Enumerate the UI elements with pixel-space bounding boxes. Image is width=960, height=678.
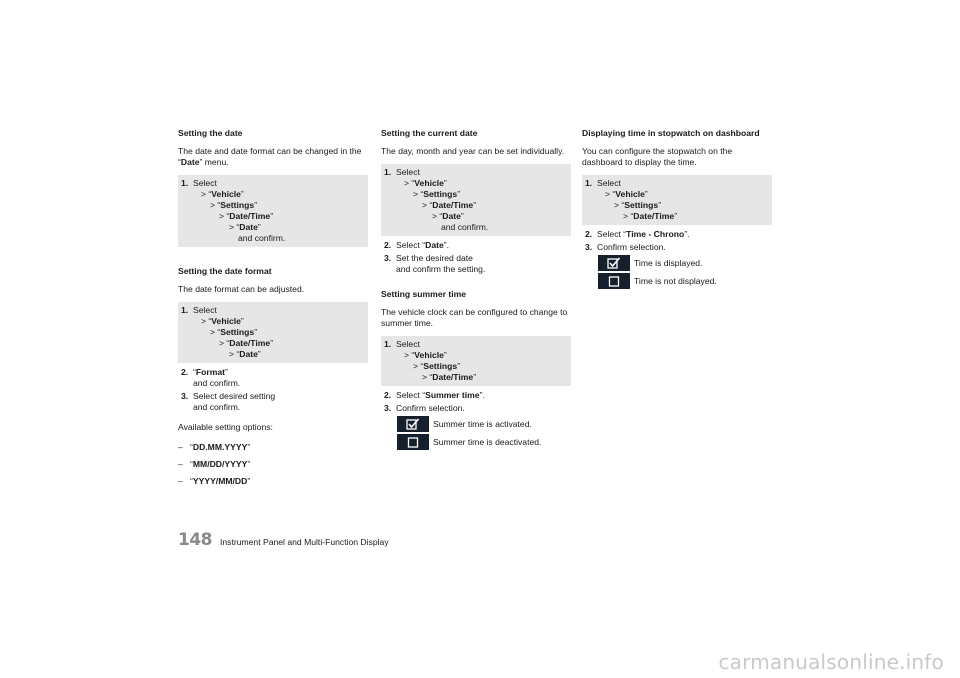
menu-path-settings: > “Settings” (210, 200, 258, 210)
paragraph-summer-time: The vehicle clock can be configured to c… (381, 307, 568, 328)
paragraph-date-format: The date format can be adjusted. (178, 284, 305, 294)
menu-path-datetime: > “Date/Time” (422, 372, 477, 382)
section-title: Instrument Panel and Multi-Function Disp… (220, 537, 389, 547)
heading-summer-time: Setting summer time (381, 289, 467, 299)
page-number: 148 (178, 530, 213, 550)
paragraph-current-date: The day, month and year can be set indiv… (381, 146, 565, 156)
instruction-box-format: 1. Select > “Vehicle” > “Settings” > “Da… (178, 302, 368, 363)
time-on-row: Time is displayed. (598, 255, 772, 271)
menu-path-settings: > “Settings” (210, 327, 258, 337)
column-current-date: Setting the current date The day, month … (381, 128, 571, 452)
menu-path-vehicle: > “Vehicle” (404, 178, 447, 188)
menu-path-settings: > “Settings” (413, 189, 461, 199)
instruction-box-summer: 1. Select > “Vehicle” > “Settings” > “Da… (381, 336, 571, 386)
instruction-box-date: 1. Select > “Vehicle” > “Settings” > “Da… (178, 175, 368, 247)
paragraph-stopwatch: You can configure the stopwatch on the d… (582, 146, 733, 167)
menu-path-datetime: > “Date/Time” (219, 211, 274, 221)
summer-on-row: Summer time is activated. (397, 416, 571, 432)
step-format: 2. “Format”and confirm. (181, 367, 241, 388)
step-select-date: 2. Select “Date”. (384, 240, 450, 250)
heading-stopwatch: Displaying time in stopwatch on dashboar… (582, 128, 760, 138)
step-confirm-chrono: 3. Confirm selection. (585, 242, 666, 252)
watermark: carmanualsonline.info (718, 650, 944, 674)
column-stopwatch: Displaying time in stopwatch on dashboar… (582, 128, 772, 291)
menu-path-settings: > “Settings” (413, 361, 461, 371)
checkbox-checked-icon (598, 255, 630, 271)
time-off-row: Time is not displayed. (598, 273, 772, 289)
step-number: 1. (181, 178, 189, 188)
checkbox-unchecked-icon (598, 273, 630, 289)
menu-path-date: > “Date” (229, 349, 261, 359)
checkbox-checked-icon (397, 416, 429, 432)
column-setting-date: Setting the date The date and date forma… (178, 128, 368, 493)
checkbox-unchecked-icon (397, 434, 429, 450)
summer-off-row: Summer time is deactivated. (397, 434, 571, 450)
menu-path-vehicle: > “Vehicle” (201, 316, 244, 326)
menu-path-vehicle: > “Vehicle” (605, 189, 648, 199)
menu-path-settings: > “Settings” (614, 200, 662, 210)
option-mmddyyyy: –“MM/DD/YYYY” (178, 459, 251, 469)
page-footer: 148 Instrument Panel and Multi-Function … (178, 530, 389, 550)
menu-path-date: > “Date” (432, 211, 464, 221)
paragraph-date-intro: The date and date format can be changed … (178, 146, 362, 167)
menu-path-datetime: > “Date/Time” (623, 211, 678, 221)
step-select-chrono: 2. Select “Time - Chrono”. (585, 229, 690, 239)
step-select-summer: 2. Select “Summer time”. (384, 390, 485, 400)
option-yyyymmdd: –“YYYY/MM/DD” (178, 476, 251, 486)
step-confirm-summer: 3. Confirm selection. (384, 403, 465, 413)
instruction-box-stopwatch: 1. Select > “Vehicle” > “Settings” > “Da… (582, 175, 772, 225)
heading-setting-date: Setting the date (178, 128, 243, 138)
menu-path-datetime: > “Date/Time” (219, 338, 274, 348)
heading-date-format: Setting the date format (178, 266, 272, 276)
option-ddmmyyyy: –“DD.MM.YYYY” (178, 442, 251, 452)
available-options-label: Available setting options: (178, 422, 273, 432)
menu-path-vehicle: > “Vehicle” (201, 189, 244, 199)
instruction-box-current-date: 1. Select > “Vehicle” > “Settings” > “Da… (381, 164, 571, 236)
heading-current-date: Setting the current date (381, 128, 478, 138)
menu-path-vehicle: > “Vehicle” (404, 350, 447, 360)
menu-path-date: > “Date” (229, 222, 261, 232)
menu-path-datetime: > “Date/Time” (422, 200, 477, 210)
